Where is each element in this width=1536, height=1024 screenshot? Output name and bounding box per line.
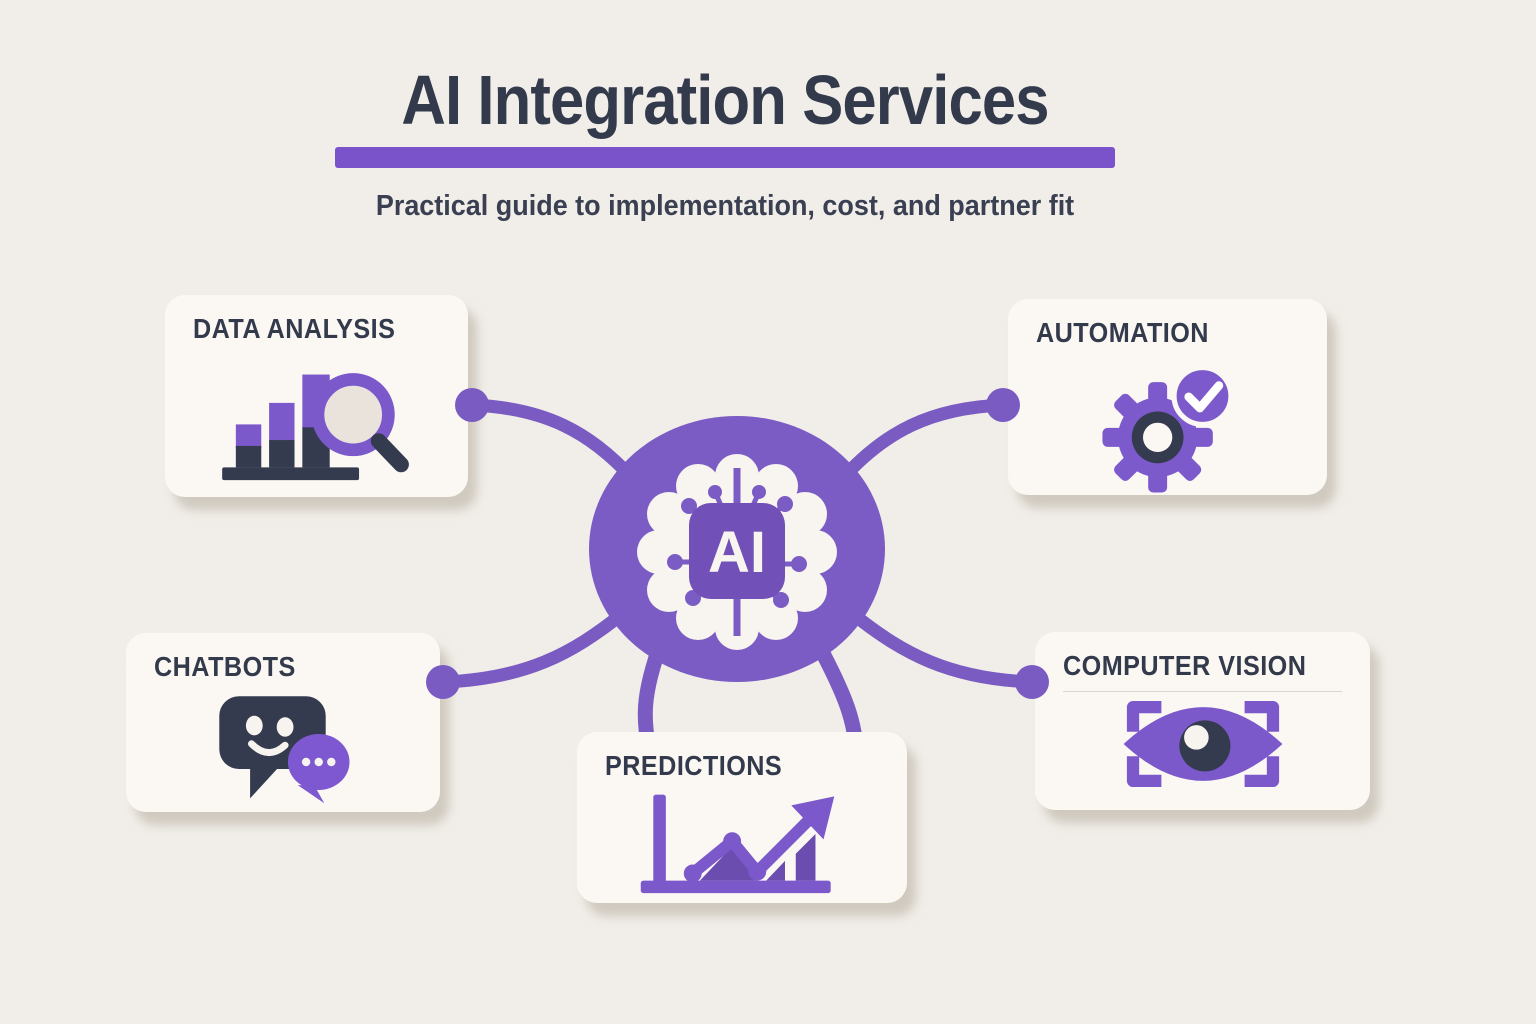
page-title: AI Integration Services (401, 61, 1049, 139)
title-underline-bar (335, 147, 1115, 168)
center-node-label: AI (708, 520, 766, 585)
ai-brain-circuit-icon: AI (589, 416, 885, 682)
checkmark-badge (1170, 364, 1234, 427)
card-title: CHATBOTS (154, 651, 296, 682)
chat-bubbles-icon (154, 692, 412, 804)
card-chatbots: CHATBOTS (126, 633, 440, 812)
card-title: COMPUTER VISION (1063, 650, 1307, 681)
card-computer-vision: COMPUTER VISION (1035, 632, 1370, 810)
ai-chip (689, 503, 785, 599)
card-title: AUTOMATION (1036, 317, 1209, 348)
center-ai-node: AI (589, 416, 885, 682)
card-title: DATA ANALYSIS (193, 313, 396, 344)
gear-checkmark-icon (1036, 358, 1299, 496)
page-subtitle: Practical guide to implementation, cost,… (375, 190, 1075, 222)
header: AI Integration Services Practical guide … (335, 62, 1115, 223)
trend-line-arrow-icon (605, 791, 879, 903)
card-automation: AUTOMATION (1008, 299, 1327, 495)
eye-scan-frame-icon (1063, 692, 1342, 796)
bar-chart-magnifier-icon (193, 354, 440, 486)
card-title: PREDICTIONS (605, 750, 783, 781)
card-data-analysis: DATA ANALYSIS (165, 295, 468, 497)
card-divider (1063, 691, 1342, 692)
card-predictions: PREDICTIONS (577, 732, 907, 903)
